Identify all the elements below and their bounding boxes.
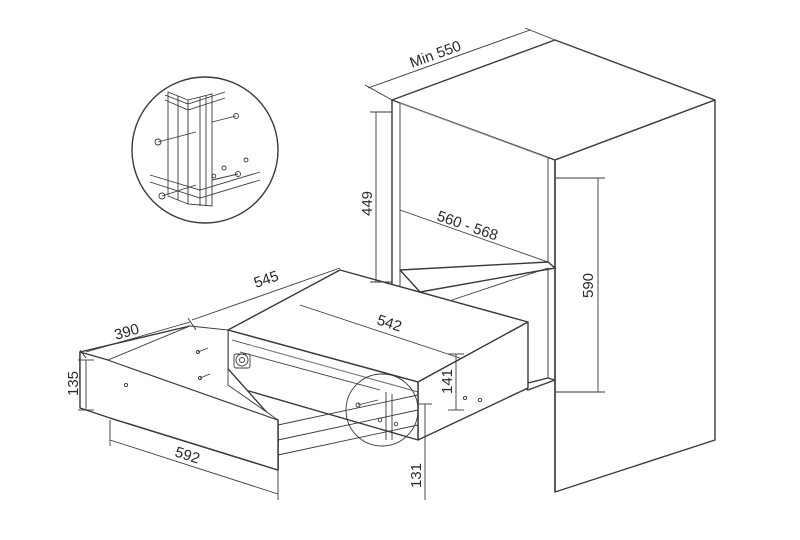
detail-marker — [345, 373, 419, 447]
label-drawer-depth: 545 — [252, 268, 281, 292]
dimension-lines — [78, 27, 605, 500]
label-niche-height: 449 — [359, 191, 376, 216]
label-body-height: 141 — [439, 369, 456, 394]
label-front-depth: 390 — [112, 321, 141, 344]
drawer-front — [79, 325, 419, 471]
label-bottom-offset: 131 — [408, 463, 425, 488]
magnified-detail — [131, 76, 279, 224]
label-body-width: 542 — [375, 312, 404, 336]
label-min-depth: Min 550 — [408, 38, 464, 72]
drawer-body — [227, 269, 529, 441]
label-cabinet-height: 590 — [580, 273, 597, 298]
label-niche-width: 560 - 568 — [435, 208, 500, 245]
cabinet — [391, 39, 716, 493]
label-front-height: 135 — [65, 371, 82, 396]
label-front-width: 592 — [173, 444, 202, 468]
